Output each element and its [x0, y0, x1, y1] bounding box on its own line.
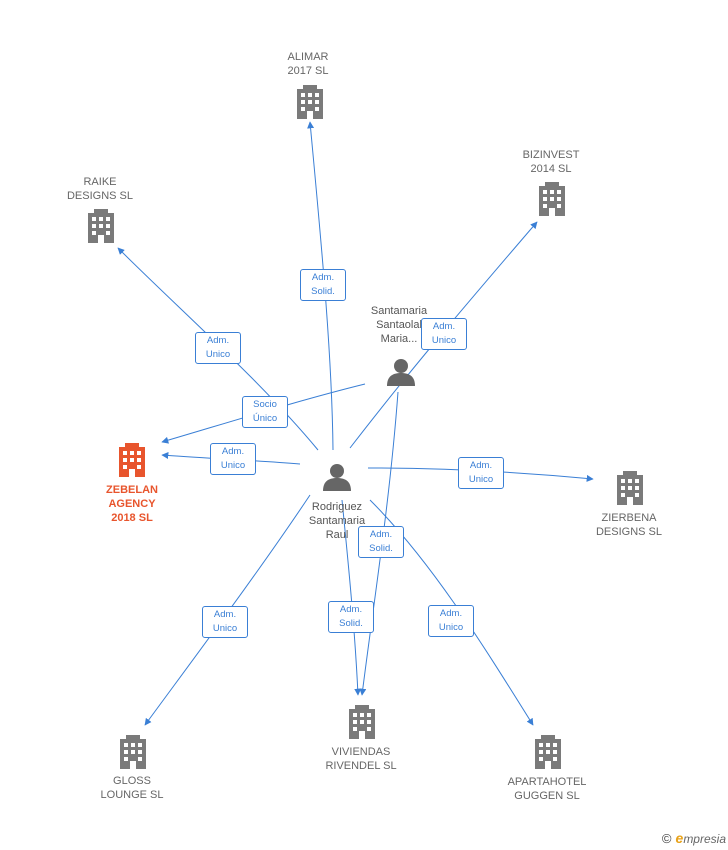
node-label-santamaria[interactable]: Santamaria Santaolal Maria... — [370, 305, 428, 345]
edge-label-alimar: Adm. Solid. — [300, 269, 346, 301]
edge-label-apartahotel: Adm. Unico — [428, 605, 474, 637]
building-icon-gloss — [120, 735, 146, 769]
node-label-gloss[interactable]: GLOSS LOUNGE SL — [100, 775, 164, 801]
edge-label-bizinvest: Adm. Unico — [421, 318, 467, 350]
edge-label-gloss: Adm. Unico — [202, 606, 248, 638]
building-icon-bizinvest — [539, 182, 565, 216]
node-label-viviendas[interactable]: VIVIENDAS RIVENDEL SL — [325, 746, 397, 772]
footer-brand: ©empresia — [662, 830, 726, 846]
edge-label-viviendas-rodriguez: Adm. Solid. — [328, 601, 374, 633]
person-icon-rodriguez — [323, 464, 351, 491]
building-icon-zebelan — [119, 443, 145, 477]
node-label-raike[interactable]: RAIKE DESIGNS SL — [66, 176, 134, 202]
edge-label-viviendas-santamaria: Adm. Solid. — [358, 526, 404, 558]
edge-rodriguez-apartahotel — [369, 499, 534, 726]
node-label-bizinvest[interactable]: BIZINVEST 2014 SL — [522, 149, 580, 175]
edge-rodriguez-viviendas — [341, 499, 362, 696]
edge-label-raike: Adm. Unico — [195, 332, 241, 364]
building-icon-raike — [88, 209, 114, 243]
brand-initial: e — [675, 830, 684, 846]
copyright-symbol: © — [661, 831, 672, 846]
node-label-apartahotel[interactable]: APARTAHOTEL GUGGEN SL — [507, 776, 587, 802]
building-icon-alimar — [297, 85, 323, 119]
node-label-zebelan[interactable]: ZEBELAN AGENCY 2018 SL — [106, 484, 158, 524]
node-label-rodriguez[interactable]: Rodriguez Santamaria Raul — [308, 501, 366, 541]
edge-label-socio: Socio Único — [242, 396, 288, 428]
person-icon-santamaria — [387, 359, 415, 386]
node-label-zierbena[interactable]: ZIERBENA DESIGNS SL — [595, 512, 663, 538]
edge-label-zierbena: Adm. Unico — [458, 457, 504, 489]
building-icon-viviendas — [349, 705, 375, 739]
brand-name: mpresia — [683, 832, 726, 846]
edge-label-zebelan: Adm. Unico — [210, 443, 256, 475]
node-label-alimar[interactable]: ALIMAR 2017 SL — [287, 51, 329, 77]
building-icon-apartahotel — [535, 735, 561, 769]
building-icon-zierbena — [617, 471, 643, 505]
